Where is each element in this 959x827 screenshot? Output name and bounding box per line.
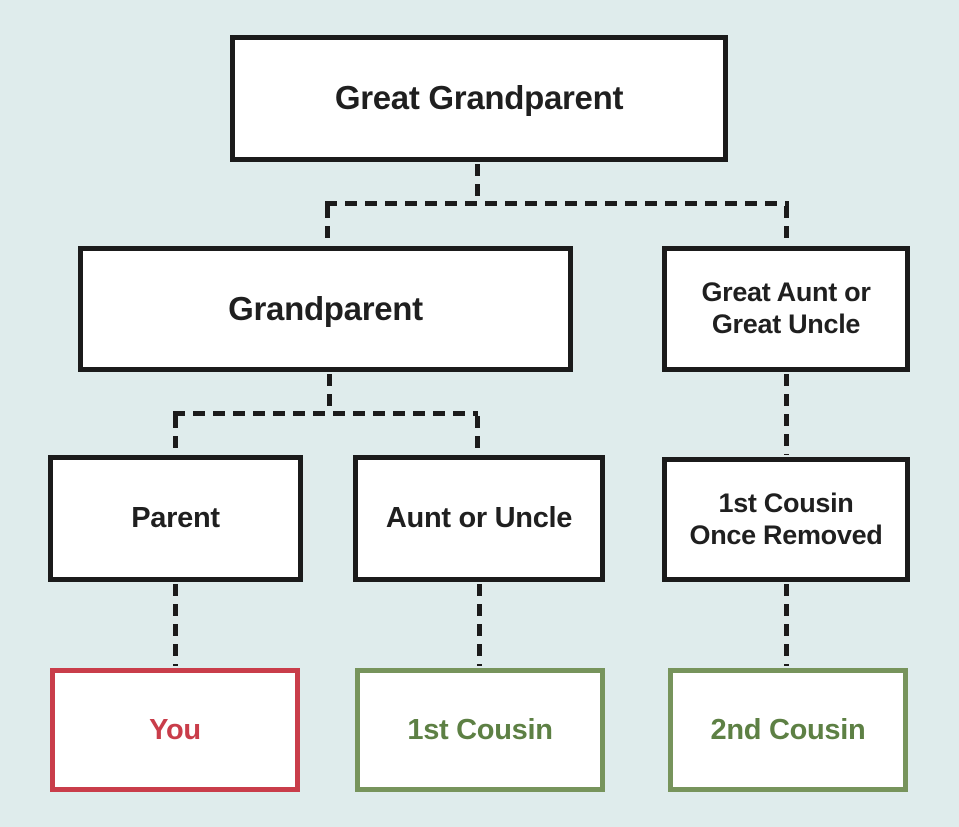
node-first-cousin-once-removed: 1st Cousin Once Removed (662, 457, 910, 582)
connector-parent-to-you (173, 584, 178, 666)
node-parent: Parent (48, 455, 303, 582)
node-great-grandparent: Great Grandparent (230, 35, 728, 162)
node-first-cousin: 1st Cousin (355, 668, 605, 792)
connector-great-aunt-to-first-cousin-once-removed (784, 374, 789, 455)
node-great-aunt-or-great-uncle: Great Aunt or Great Uncle (662, 246, 910, 372)
connector-to-parent (173, 416, 178, 455)
connector-grandparent-down (327, 374, 332, 413)
connector-level2-horizontal (173, 411, 478, 416)
connector-to-grandparent (325, 206, 330, 246)
node-second-cousin: 2nd Cousin (668, 668, 908, 792)
connector-level1-horizontal (325, 201, 789, 206)
connector-to-great-aunt-uncle (784, 206, 789, 246)
connector-aunt-to-first-cousin (477, 584, 482, 666)
node-grandparent: Grandparent (78, 246, 573, 372)
connector-great-grandparent-down (475, 164, 480, 203)
node-you: You (50, 668, 300, 792)
connector-fcor-to-second-cousin (784, 584, 789, 666)
connector-to-aunt-uncle (475, 416, 480, 455)
node-aunt-or-uncle: Aunt or Uncle (353, 455, 605, 582)
